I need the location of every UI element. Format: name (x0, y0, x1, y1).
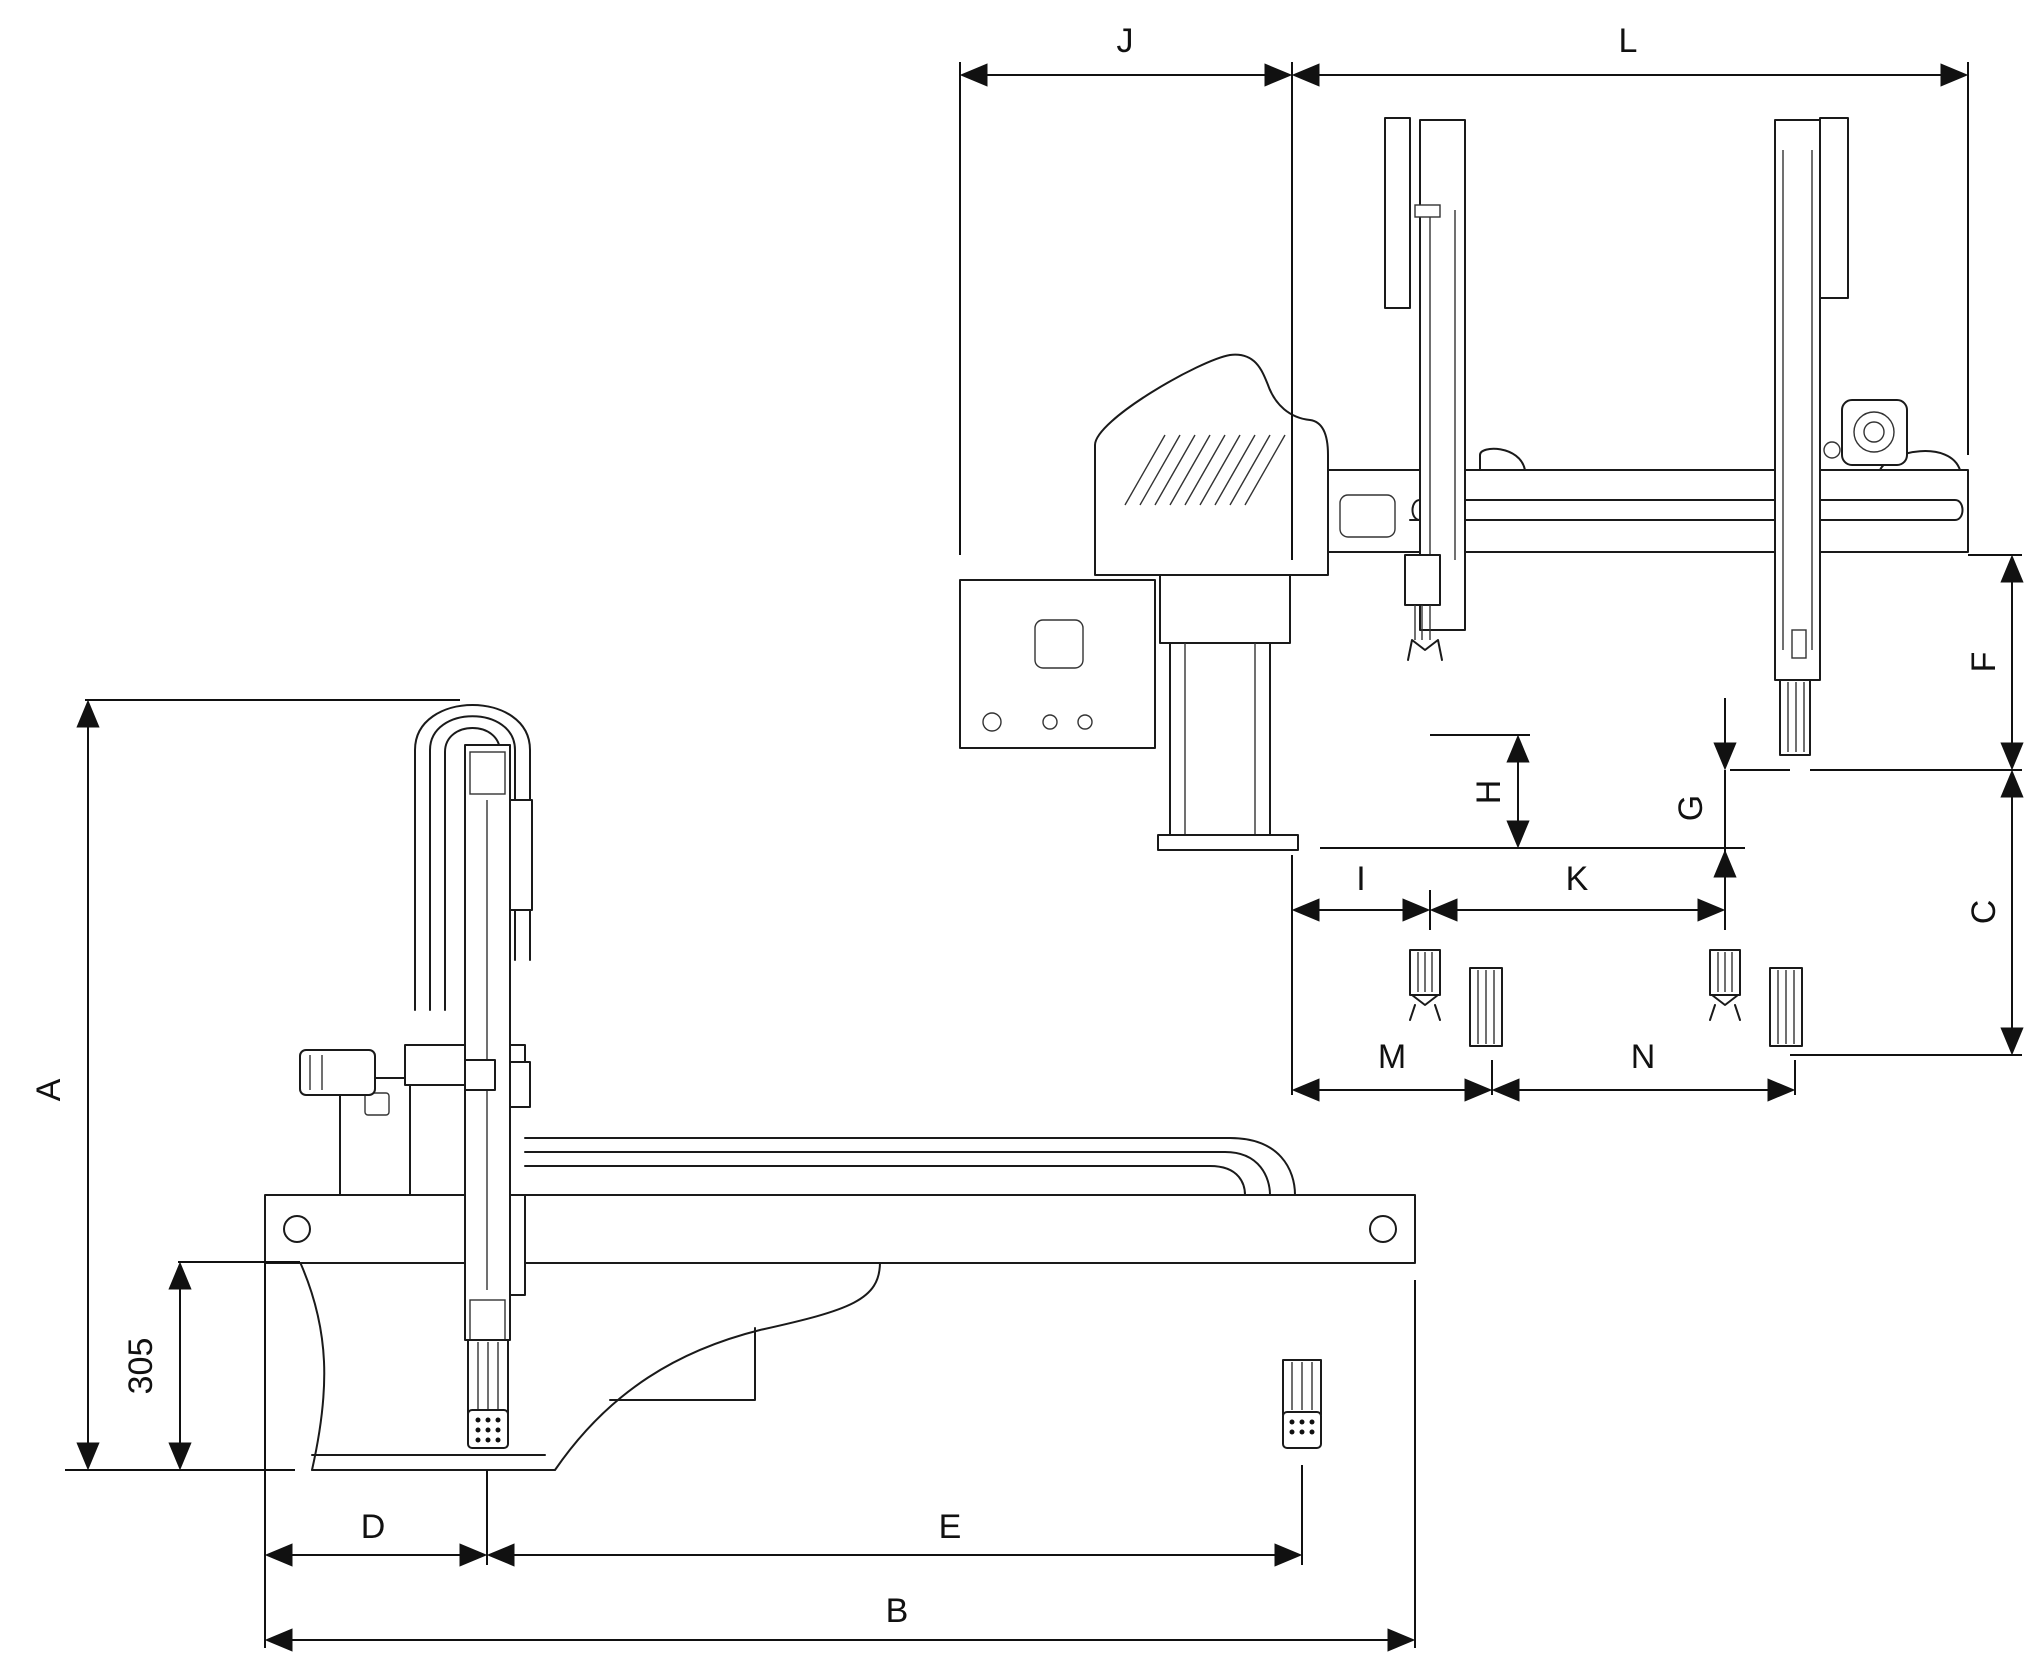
label-305: 305 (122, 1338, 160, 1395)
label-K: K (1566, 860, 1589, 898)
label-M: M (1378, 1038, 1406, 1076)
label-G: G (1672, 795, 1710, 821)
label-I: I (1356, 860, 1365, 898)
front-cable-chain (1409, 499, 1964, 521)
side-beam-hole-left (283, 1215, 311, 1243)
side-cable-chain (524, 1137, 1296, 1196)
label-H: H (1470, 780, 1508, 805)
front-controller-housing (1094, 353, 1329, 576)
side-beam-hole-right (1369, 1215, 1397, 1243)
label-C: C (1965, 900, 2003, 925)
front-left-arm (1384, 117, 1466, 661)
label-F: F (1965, 652, 2003, 673)
label-B: B (886, 1592, 909, 1630)
side-horizontal-beam (264, 1194, 1416, 1264)
side-gripper (467, 1339, 509, 1449)
front-view: J L F C H G I K M N (959, 22, 2024, 1102)
front-right-arm (1774, 117, 1849, 756)
side-gripper-extended (1282, 1359, 1322, 1449)
label-E: E (939, 1508, 962, 1546)
side-view: A 305 D E B (30, 699, 1416, 1652)
label-N: N (1631, 1038, 1656, 1076)
front-column (1159, 574, 1291, 644)
side-base-pedestal (299, 1261, 881, 1471)
front-gripper-positions (1409, 949, 1803, 1047)
side-vertical-cable-loop (414, 704, 531, 1011)
label-D: D (361, 1508, 386, 1546)
front-motor (1823, 399, 1908, 466)
label-A: A (30, 1078, 68, 1101)
label-L: L (1619, 22, 1638, 60)
label-J: J (1117, 22, 1134, 60)
